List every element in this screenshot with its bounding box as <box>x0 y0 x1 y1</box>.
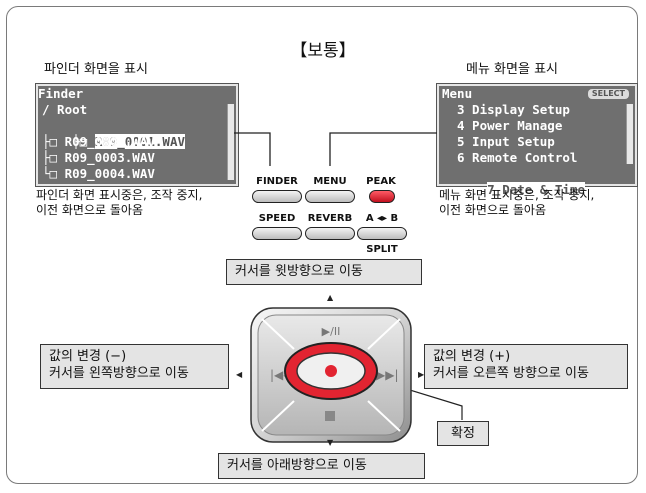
menu-item-selected[interactable]: ⇕ 7 Date & Time <box>472 182 586 197</box>
directional-pad[interactable]: ▶/II |◀◀ ▶▶| <box>248 305 414 445</box>
finder-item-file[interactable]: ├□ R09_0003.WAV <box>42 150 155 165</box>
finder-item-root[interactable]: / Root <box>42 102 88 117</box>
menu-item[interactable]: 5 Input Setup <box>457 134 555 149</box>
finder-screen-title: Finder <box>38 86 84 101</box>
menu-scrollbar[interactable] <box>626 104 633 164</box>
right-label: 값의 변경 (+) 커서를 오른쪽 방향으로 이동 <box>424 344 628 389</box>
down-label: 커서를 아래방향으로 이동 <box>218 453 425 479</box>
finder-item-file[interactable]: └□ R09_0004.WAV <box>42 166 155 181</box>
ab-button[interactable] <box>357 227 407 240</box>
record-dot-icon <box>325 365 337 377</box>
arrow-right-icon: ▶ <box>418 370 425 379</box>
menu-item[interactable]: 3 Display Setup <box>457 102 570 117</box>
reverb-button[interactable] <box>305 227 355 240</box>
stop-icon <box>325 411 335 421</box>
menu-caption: 메뉴 화면을 표시 <box>466 62 558 77</box>
speed-button[interactable] <box>252 227 302 240</box>
up-label: 커서를 윗방향으로 이동 <box>226 259 422 285</box>
play-pause-icon: ▶/II <box>322 325 341 338</box>
finder-caption: 파인더 화면을 표시 <box>44 62 148 77</box>
finder-button-label: FINDER <box>256 176 298 187</box>
menu-screen: Menu SELECT 3 Display Setup 4 Power Mana… <box>436 83 638 197</box>
skip-forward-icon: ▶▶| <box>376 368 399 382</box>
finder-button[interactable] <box>252 190 302 203</box>
diagram-frame <box>6 6 638 484</box>
arrow-down-icon: ▼ <box>327 438 334 447</box>
finder-note: 파인더 화면 표시중은, 조작 중지, 이전 화면으로 돌아옴 <box>36 188 203 217</box>
speed-button-label: SPEED <box>258 213 296 224</box>
finder-item-file[interactable]: ├□ R09_0002.WAV <box>42 134 155 149</box>
menu-screen-title: Menu <box>442 86 473 101</box>
split-label: SPLIT <box>366 244 398 255</box>
menu-note: 메뉴 화면 표시중은, 조작 중지, 이전 화면으로 돌아옴 <box>439 188 595 217</box>
page-title: 【보통】 <box>290 41 356 61</box>
enter-label: 확정 <box>437 421 489 446</box>
arrow-up-icon: ▲ <box>327 293 334 302</box>
peak-indicator <box>369 190 395 203</box>
left-label: 값의 변경 (−) 커서를 왼쪽방향으로 이동 <box>40 344 229 389</box>
ab-button-label: A ◂▸ B <box>365 213 399 224</box>
up-down-icon: ⇕ <box>472 182 488 197</box>
finder-screen: Finder / Root ├□ R09_0001.WAV ├□ R09_000… <box>35 83 239 187</box>
reverb-button-label: REVERB <box>307 213 353 224</box>
finder-item-file[interactable]: ├□ R09_0001.WAV <box>72 134 185 149</box>
peak-label: PEAK <box>366 176 396 187</box>
menu-item[interactable]: 4 Power Manage <box>457 118 563 133</box>
menu-button-label: MENU <box>313 176 347 187</box>
select-badge: SELECT <box>587 89 629 99</box>
menu-button[interactable] <box>305 190 355 203</box>
finder-scrollbar[interactable] <box>227 104 234 180</box>
menu-item[interactable]: 6 Remote Control <box>457 150 578 165</box>
arrow-left-icon: ◀ <box>236 370 243 379</box>
